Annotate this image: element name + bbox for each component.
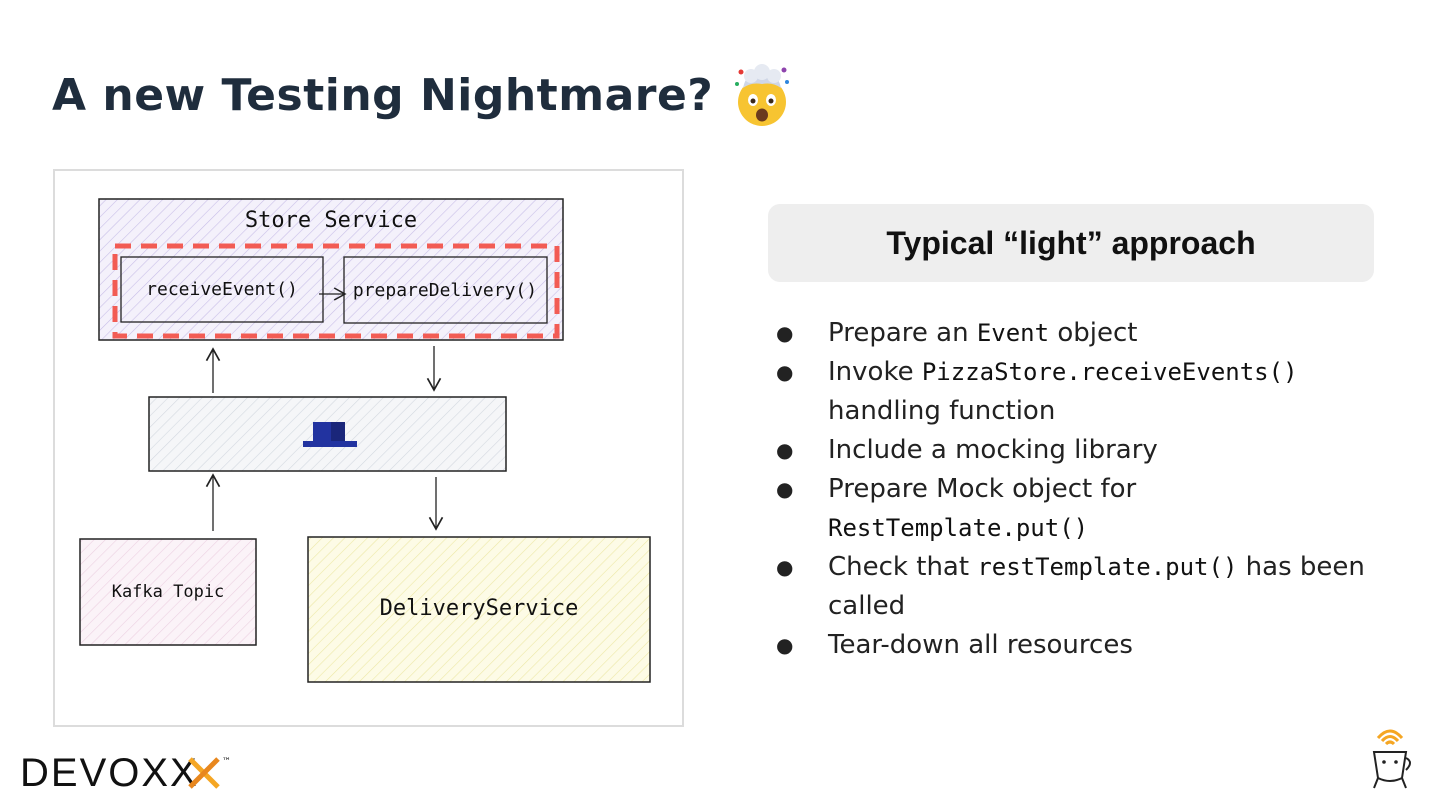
kafka-broker-box xyxy=(148,396,507,472)
bullet-icon: ● xyxy=(776,477,794,501)
receive-event-box: receiveEvent() xyxy=(120,256,324,323)
coffee-mascot-icon xyxy=(1372,729,1411,789)
prepare-delivery-box: prepareDelivery() xyxy=(343,256,548,324)
title-text: A new Testing Nightmare? xyxy=(52,69,714,121)
highlight-dashed-border xyxy=(112,243,560,339)
step-text: object xyxy=(1049,318,1138,348)
step-text: Check that xyxy=(828,552,978,582)
step-text: Tear-down all resources xyxy=(828,630,1133,660)
kafka-topic-box: Kafka Topic xyxy=(79,538,257,646)
list-item: ● Prepare an Event object xyxy=(776,314,1396,353)
step-text: has been called xyxy=(828,552,1365,621)
approach-heading-box: Typical “light” approach xyxy=(768,204,1374,282)
step-text: Invoke xyxy=(828,357,922,387)
bullet-icon: ● xyxy=(776,438,794,462)
step-text: Include a mocking library xyxy=(828,435,1158,465)
logo-tm: ™ xyxy=(222,757,231,767)
slide-title: A new Testing Nightmare? xyxy=(52,62,795,128)
bullet-icon: ● xyxy=(776,321,794,345)
step-code: RestTemplate.put() xyxy=(828,514,1089,542)
bullet-icon: ● xyxy=(776,360,794,384)
delivery-service-label: DeliveryService xyxy=(380,596,579,621)
approach-heading: Typical “light” approach xyxy=(886,224,1256,261)
logo-text: DEVOXX xyxy=(20,752,199,792)
devoxx-logo: DEVOXX ™ xyxy=(20,752,231,792)
list-item: ● Tear-down all resources xyxy=(776,626,1396,665)
step-text: Prepare Mock object for xyxy=(828,474,1137,504)
step-code: restTemplate.put() xyxy=(977,553,1238,581)
list-item: ● Invoke PizzaStore.receiveEvents() hand… xyxy=(776,353,1396,431)
step-text: Prepare an xyxy=(828,318,977,348)
exploding-head-icon xyxy=(735,64,790,126)
architecture-diagram: Store Service receiveEvent() prepareDeli… xyxy=(53,169,684,727)
step-code: PizzaStore.receiveEvents() xyxy=(921,358,1298,386)
bullet-icon: ● xyxy=(776,555,794,579)
receive-event-label: receiveEvent() xyxy=(146,279,298,300)
delivery-service-box: DeliveryService xyxy=(307,536,651,683)
list-item: ● Prepare Mock object for RestTemplate.p… xyxy=(776,470,1396,548)
kafka-broker-icon xyxy=(303,422,357,447)
bullet-icon: ● xyxy=(776,633,794,657)
step-code: Event xyxy=(976,319,1050,347)
step-text: handling function xyxy=(828,396,1056,426)
store-service-label: Store Service xyxy=(245,208,417,233)
prepare-delivery-label: prepareDelivery() xyxy=(353,280,537,301)
approach-steps-list: ● Prepare an Event object ● Invoke Pizza… xyxy=(776,314,1396,665)
kafka-topic-label: Kafka Topic xyxy=(112,582,225,602)
list-item: ● Check that restTemplate.put() has been… xyxy=(776,548,1396,626)
list-item: ● Include a mocking library xyxy=(776,431,1396,470)
